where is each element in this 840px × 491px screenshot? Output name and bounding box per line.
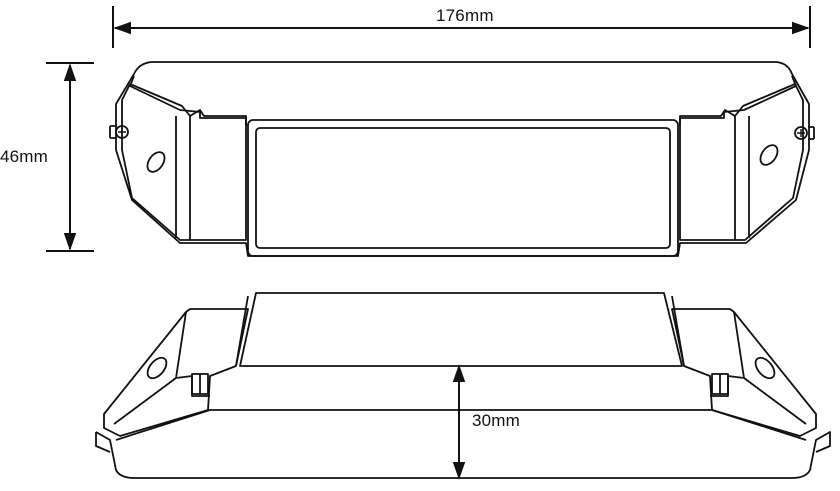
right-mount-slot xyxy=(759,144,779,166)
left-screw-slot xyxy=(118,128,126,136)
left-mount-slot xyxy=(146,151,166,173)
center-panel-outer xyxy=(247,119,679,257)
side-view-housing xyxy=(239,292,683,367)
right-screw-slot xyxy=(797,129,805,137)
height-dimension xyxy=(46,62,94,252)
left-screw-bracket xyxy=(109,125,116,139)
width-dimension xyxy=(112,6,811,48)
right-screw-icon xyxy=(794,126,808,140)
device-side-view xyxy=(95,292,831,479)
device-top-view xyxy=(109,61,815,257)
side-view-right-bracket-inner xyxy=(710,311,807,425)
center-panel-inner xyxy=(255,127,671,249)
width-dimension-label: 176mm xyxy=(436,6,494,25)
side-view-left-bracket-inner xyxy=(113,311,210,425)
right-screw-bracket xyxy=(808,126,815,140)
side-left-mount-slot xyxy=(146,356,168,380)
side-view-housing-edge xyxy=(235,295,685,367)
right-end-cap xyxy=(734,83,804,241)
side-view-right-bracket xyxy=(671,308,817,437)
depth-dimension-label: 30mm xyxy=(472,411,521,430)
side-view-base-top-edge xyxy=(115,409,807,441)
top-view-inner-edge xyxy=(129,75,797,126)
left-screw-icon xyxy=(115,125,129,139)
side-view-base-plate xyxy=(95,431,831,479)
left-end-cap-inner xyxy=(175,109,247,241)
height-dimension-label: 46mm xyxy=(0,147,49,166)
top-view-outline xyxy=(115,61,810,257)
side-view-left-bracket xyxy=(103,308,249,437)
side-right-mount-slot xyxy=(754,356,776,380)
left-end-cap xyxy=(121,83,191,241)
right-end-cap-inner xyxy=(679,109,750,241)
